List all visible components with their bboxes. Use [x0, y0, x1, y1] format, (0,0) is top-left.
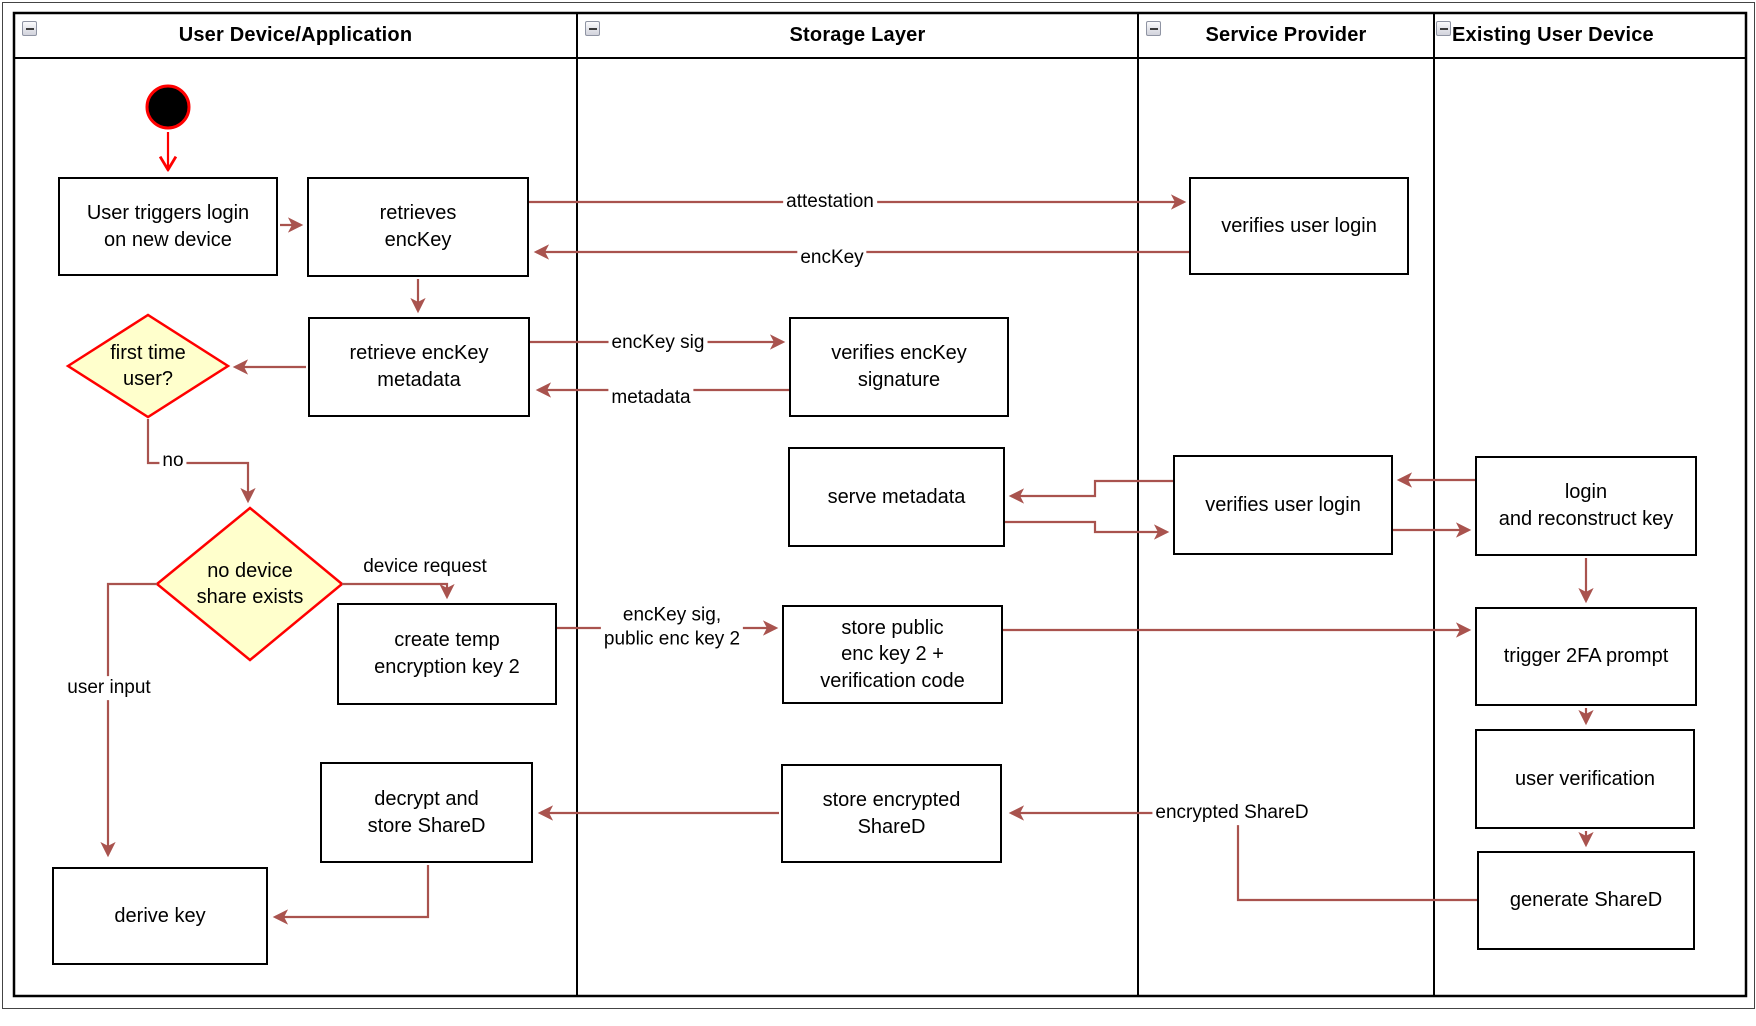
edge-verifies-to-serve-metadata — [1008, 479, 1173, 504]
node-create-temp-encryption-key-2: create temp encryption key 2 — [337, 603, 557, 705]
collapse-lane-user-device-button[interactable] — [22, 21, 37, 36]
edge-serve-metadata-to-verifies — [1005, 520, 1170, 540]
decision-no-device-share-label: no device share exists — [196, 560, 304, 608]
node-retrieves-enckey: retrieves encKey — [307, 177, 529, 277]
lane-header-user-device: User Device/Application — [178, 24, 413, 46]
decision-first-time-user-label: first time user? — [110, 342, 186, 390]
node-trigger-2fa-prompt: trigger 2FA prompt — [1475, 607, 1697, 706]
minus-icon — [25, 27, 34, 30]
edge-encrypted-shared — [1008, 805, 1477, 902]
edge-label-no: no — [159, 449, 187, 473]
node-verifies-user-login-2: verifies user login — [1173, 455, 1393, 555]
edge-label-enckey: encKey — [797, 246, 867, 270]
edge-label-user-input: user input — [64, 676, 154, 700]
lane-header-storage-layer: Storage Layer — [789, 24, 926, 46]
edge-decrypt-to-derive-key — [272, 865, 430, 925]
edge-label-encrypted-shared: encrypted ShareD — [1152, 801, 1312, 825]
lane-header-existing-user-device: Existing User Device — [1452, 24, 1654, 46]
minus-icon — [1439, 27, 1448, 30]
start-node — [145, 84, 191, 130]
collapse-lane-service-provider-button[interactable] — [1146, 21, 1161, 36]
edge-user-input — [100, 582, 157, 858]
node-login-and-reconstruct-key: login and reconstruct key — [1475, 456, 1697, 556]
node-serve-metadata: serve metadata — [788, 447, 1005, 547]
lane-header-service-provider: Service Provider — [1205, 24, 1367, 46]
edge-label-metadata: metadata — [608, 386, 694, 410]
minus-icon — [1149, 27, 1158, 30]
edge-label-enckey-sig: encKey sig — [608, 331, 708, 355]
edge-label-device-request: device request — [360, 555, 490, 579]
node-derive-key: derive key — [52, 867, 268, 965]
node-decrypt-and-store-shared: decrypt and store ShareD — [320, 762, 533, 863]
node-user-triggers-login: User triggers login on new device — [58, 177, 278, 276]
collapse-lane-existing-user-device-button[interactable] — [1436, 21, 1451, 36]
node-verifies-user-login-1: verifies user login — [1189, 177, 1409, 275]
node-user-verification: user verification — [1475, 729, 1695, 829]
collapse-lane-storage-layer-button[interactable] — [585, 21, 600, 36]
edge-label-attestation: attestation — [783, 190, 877, 214]
edge-device-request — [342, 582, 455, 600]
node-store-public-enc-key-2: store public enc key 2 + verification co… — [782, 605, 1003, 704]
node-verifies-enckey-signature: verifies encKey signature — [789, 317, 1009, 417]
node-retrieve-enckey-metadata: retrieve encKey metadata — [308, 317, 530, 417]
minus-icon — [588, 27, 597, 30]
edge-label-enckey-sig-public: encKey sig, public enc key 2 — [600, 603, 744, 651]
node-store-encrypted-shared: store encrypted ShareD — [781, 764, 1002, 863]
node-generate-shared: generate ShareD — [1477, 851, 1695, 950]
decision-first-time-user-shape — [65, 313, 231, 419]
edge-no-branch — [146, 419, 256, 504]
swimlane-outer-border — [12, 11, 1748, 998]
